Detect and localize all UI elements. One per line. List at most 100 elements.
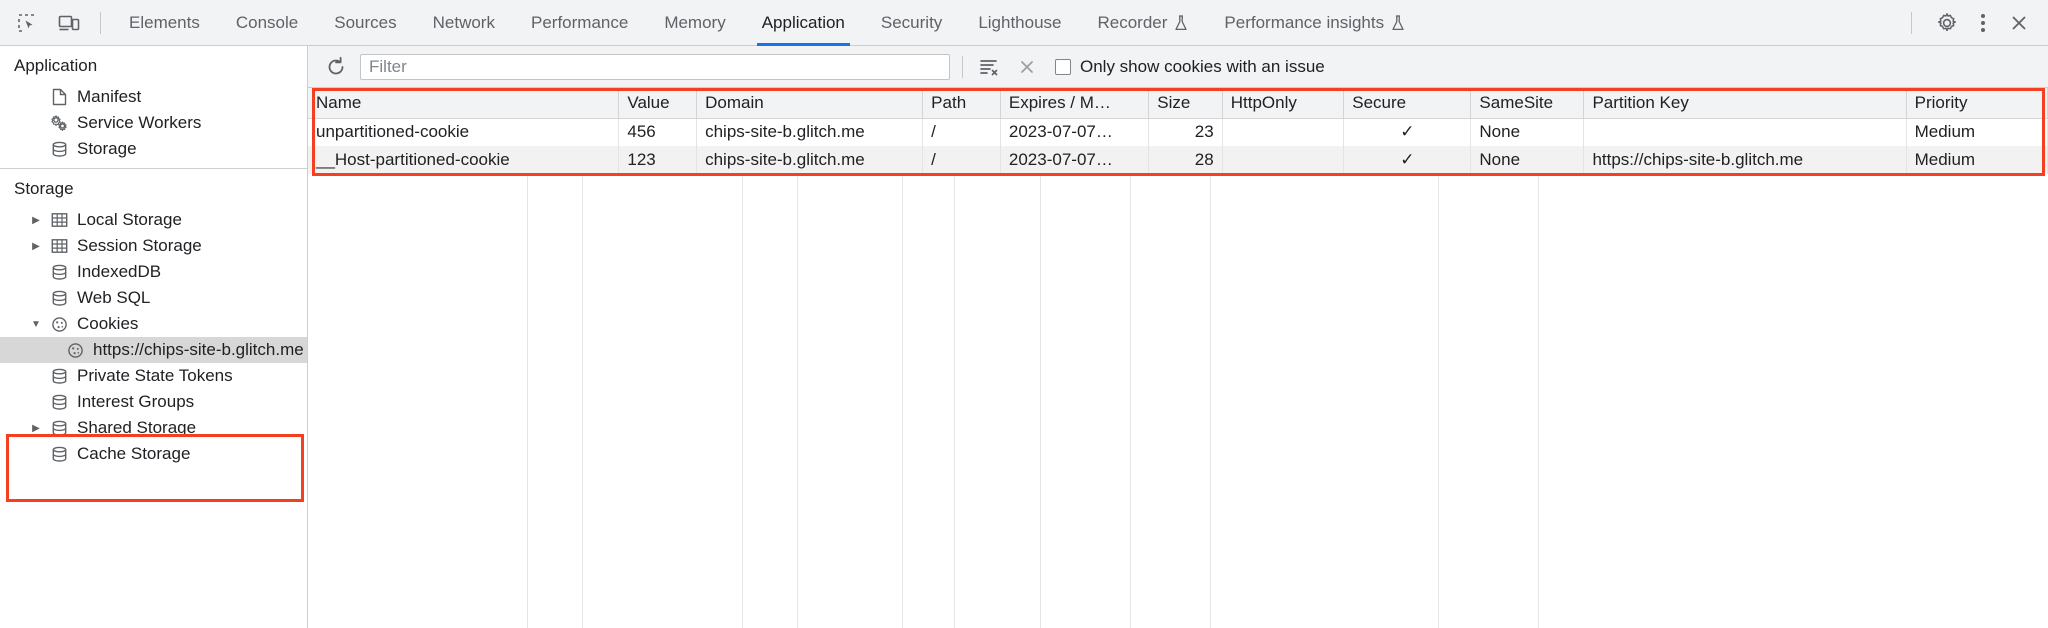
- sidebar-item-cache-storage[interactable]: ▶ Cache Storage: [0, 441, 307, 467]
- twisty-collapsed-icon[interactable]: ▶: [32, 422, 40, 434]
- cell-expires: 2023-07-07…: [1000, 118, 1150, 146]
- column-header-httponly[interactable]: HttpOnly: [1222, 88, 1345, 119]
- toolbar-right-actions: [1905, 0, 2048, 46]
- tab-memory[interactable]: Memory: [646, 0, 743, 46]
- twisty-expanded-icon[interactable]: ▼: [31, 318, 41, 330]
- tab-application[interactable]: Application: [744, 0, 863, 46]
- cell-path: /: [922, 146, 1001, 174]
- refresh-icon[interactable]: [322, 53, 350, 81]
- cell-name: __Host-partitioned-cookie: [308, 146, 620, 174]
- column-header-samesite[interactable]: SameSite: [1470, 88, 1585, 119]
- sidebar-item-label: Session Storage: [77, 236, 202, 255]
- sidebar-item-label: Shared Storage: [77, 418, 197, 437]
- only-issues-checkbox[interactable]: [1055, 58, 1071, 75]
- cell-expires: 2023-07-07…: [1000, 146, 1150, 174]
- tab-label: Network: [432, 12, 495, 32]
- sidebar-item-manifest[interactable]: ▶ Manifest: [0, 84, 307, 110]
- database-icon: [50, 264, 69, 281]
- tab-network[interactable]: Network: [415, 0, 513, 46]
- cell-httponly: [1222, 118, 1345, 146]
- column-header-name[interactable]: Name: [308, 88, 620, 119]
- cookies-table: Name Value Domain Path Expires / M… Size…: [308, 88, 2048, 174]
- sidebar-item-shared-storage[interactable]: ▶ Shared Storage: [0, 415, 307, 441]
- cell-partition-key: https://chips-site-b.glitch.me: [1583, 146, 1907, 174]
- cell-domain: chips-site-b.glitch.me: [696, 146, 924, 174]
- sidebar-item-label: Manifest: [77, 87, 142, 106]
- filter-input[interactable]: [360, 53, 950, 80]
- tab-performance-insights[interactable]: Performance insights: [1206, 0, 1423, 46]
- tab-label: Lighthouse: [978, 12, 1062, 32]
- sidebar-item-private-state-tokens[interactable]: ▶ Private State Tokens: [0, 363, 307, 389]
- column-header-partition-key[interactable]: Partition Key: [1583, 88, 1907, 119]
- tab-lighthouse[interactable]: Lighthouse: [960, 0, 1079, 46]
- tab-security[interactable]: Security: [863, 0, 960, 46]
- sidebar-section-application: Application ▶ Manifest ▶: [0, 46, 307, 162]
- tab-sources[interactable]: Sources: [316, 0, 414, 46]
- cell-path: /: [922, 118, 1001, 146]
- tab-label: Recorder: [1097, 12, 1168, 32]
- database-icon: [50, 141, 69, 158]
- tab-label: Performance: [530, 12, 629, 32]
- tab-elements[interactable]: Elements: [111, 0, 218, 46]
- cell-value: 123: [618, 146, 698, 174]
- sidebar-item-label: Private State Tokens: [77, 366, 233, 385]
- cookies-panel: Only show cookies with an issue Name Val…: [308, 46, 2048, 628]
- device-toolbar-icon[interactable]: [48, 0, 90, 46]
- sidebar-item-label: Cache Storage: [77, 444, 191, 463]
- table-row[interactable]: unpartitioned-cookie 456 chips-site-b.gl…: [308, 118, 2048, 146]
- tab-label: Application: [761, 12, 845, 32]
- cell-domain: chips-site-b.glitch.me: [696, 118, 924, 146]
- cell-size: 28: [1148, 146, 1223, 174]
- column-header-path[interactable]: Path: [922, 88, 1001, 119]
- sidebar-item-indexeddb[interactable]: ▶ IndexedDB: [0, 259, 307, 285]
- sidebar-item-label: IndexedDB: [77, 262, 162, 281]
- sidebar-item-label: Service Workers: [77, 113, 202, 132]
- column-header-priority[interactable]: Priority: [1906, 88, 2048, 119]
- clear-filter-icon[interactable]: [975, 53, 1003, 81]
- sidebar-item-label: Cookies: [77, 314, 139, 333]
- database-icon: [50, 420, 69, 437]
- filter-divider: [962, 55, 963, 78]
- twisty-collapsed-icon[interactable]: ▶: [32, 214, 40, 226]
- column-header-secure[interactable]: Secure: [1343, 88, 1472, 119]
- tab-recorder[interactable]: Recorder: [1080, 0, 1207, 46]
- twisty-collapsed-icon[interactable]: ▶: [32, 240, 40, 252]
- sidebar-section-title: Application: [14, 56, 98, 75]
- sidebar-item-cookies[interactable]: ▼ Cookies: [0, 311, 307, 337]
- only-issues-checkbox-wrapper[interactable]: Only show cookies with an issue: [1055, 57, 1325, 77]
- table-row[interactable]: __Host-partitioned-cookie 123 chips-site…: [308, 146, 2048, 174]
- tab-label: Security: [880, 12, 943, 32]
- column-header-expires[interactable]: Expires / M…: [1000, 88, 1150, 119]
- cookies-table-body: unpartitioned-cookie 456 chips-site-b.gl…: [308, 118, 2048, 174]
- sidebar-item-storage[interactable]: ▶ Storage: [0, 136, 307, 162]
- close-icon[interactable]: [1998, 0, 2040, 46]
- document-icon: [50, 88, 69, 106]
- cookies-header-row: Name Value Domain Path Expires / M… Size…: [308, 88, 2048, 119]
- database-icon: [50, 446, 69, 463]
- sidebar-divider: [0, 168, 307, 169]
- cell-secure: ✓: [1343, 146, 1472, 174]
- column-header-size[interactable]: Size: [1148, 88, 1223, 119]
- tab-performance[interactable]: Performance: [513, 0, 646, 46]
- clear-all-x-icon[interactable]: [1013, 53, 1041, 81]
- cell-httponly: [1222, 146, 1345, 174]
- sidebar-item-web-sql[interactable]: ▶ Web SQL: [0, 285, 307, 311]
- tab-label: Memory: [664, 12, 726, 32]
- column-header-value[interactable]: Value: [618, 88, 698, 119]
- sidebar-item-session-storage[interactable]: ▶ Session Storage: [0, 233, 307, 259]
- database-icon: [50, 290, 69, 307]
- kebab-menu-icon[interactable]: [1968, 0, 1998, 46]
- sidebar-item-service-workers[interactable]: ▶ Service Workers: [0, 110, 307, 136]
- application-sidebar: Application ▶ Manifest ▶: [0, 46, 308, 628]
- column-header-domain[interactable]: Domain: [696, 88, 924, 119]
- sidebar-item-interest-groups[interactable]: ▶ Interest Groups: [0, 389, 307, 415]
- sidebar-item-label: Interest Groups: [77, 392, 195, 411]
- tab-console[interactable]: Console: [218, 0, 316, 46]
- sidebar-item-local-storage[interactable]: ▶ Local Storage: [0, 207, 307, 233]
- gear-icon[interactable]: [1926, 0, 1968, 46]
- sidebar-item-label: https://chips-site-b.glitch.me: [93, 340, 304, 359]
- sidebar-section-storage: Storage ▶ Local Storage ▶ Session Storag…: [0, 169, 307, 467]
- toolbar-divider: [1911, 11, 1912, 34]
- sidebar-item-cookie-origin[interactable]: ▶ https://chips-site-b.glitch.me: [0, 337, 307, 363]
- inspect-element-icon[interactable]: [6, 0, 48, 46]
